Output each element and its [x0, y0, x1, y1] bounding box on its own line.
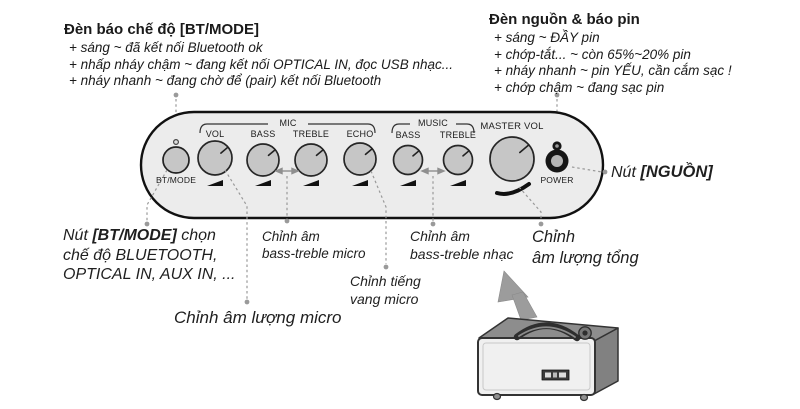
crescendo-icon — [495, 182, 531, 196]
callout-line: vang micro — [350, 291, 419, 307]
callout-line: + sáng ~ ĐẦY pin — [494, 30, 600, 45]
knob-label-mic-echo: ECHO — [346, 129, 374, 139]
bt-mode-button — [162, 146, 190, 174]
connector-master-vol — [518, 186, 542, 221]
knob-music-treble — [442, 144, 474, 176]
knob-pointer-ticks — [220, 144, 530, 157]
callout-line: Chỉnh tiếng — [350, 273, 421, 289]
speaker-foot — [579, 393, 589, 402]
callout-mic-volume: Chỉnh âm lượng micro — [174, 308, 342, 327]
callout-line: Nút [BT/MODE] chọn — [63, 227, 216, 244]
callout-power-led: Đèn nguồn & báo pin + sáng ~ ĐẦY pin + c… — [489, 11, 732, 96]
connector-dot — [173, 92, 179, 98]
callout-line: + nháy nhanh ~ đang chờ để (pair) kết nố… — [69, 73, 382, 88]
mic-group-label: MIC — [268, 118, 308, 128]
power-button-label: POWER — [540, 175, 574, 185]
knob-master-vol — [489, 136, 535, 182]
bt-mode-button-label: BT/MODE — [155, 175, 197, 185]
callout-line: + nhấp nháy chậm ~ đang kết nối OPTICAL … — [69, 56, 453, 72]
callout-bt-mode-button: Nút [BT/MODE] chọn chế độ BLUETOOTH, OPT… — [63, 226, 235, 285]
callout-echo: Chỉnh tiếng vang micro — [350, 272, 421, 308]
callout-line: bass-treble nhạc — [410, 245, 514, 262]
master-vol-label: MASTER VOL — [480, 121, 544, 132]
callout-line: + sáng ~ đã kết nối Bluetooth ok — [69, 40, 263, 55]
knob-music-bass — [392, 144, 424, 176]
knob-label-mic-vol: VOL — [205, 129, 225, 139]
callout-line: Chỉnh âm — [410, 228, 470, 244]
callout-line: Chỉnh — [532, 228, 576, 246]
knob-mic-echo — [343, 142, 377, 176]
speaker-logo-badge — [541, 369, 570, 381]
up-arrow — [497, 270, 538, 321]
connector-dots — [144, 169, 608, 305]
callout-line: + nháy nhanh ~ pin YẾU, cần cắm sạc ! — [494, 63, 732, 78]
callout-bt-mode-led: Đèn báo chế độ [BT/MODE] + sáng ~ đã kết… — [64, 21, 453, 90]
callout-power-led-title: Đèn nguồn & báo pin — [489, 11, 640, 28]
callout-power-button: Nút [NGUỒN] — [611, 163, 713, 181]
callout-mic-tone: Chỉnh âm bass-treble micro — [262, 228, 366, 262]
callout-line: chế độ BLUETOOTH, — [63, 246, 218, 264]
double-arrow-mic-icon — [274, 167, 300, 175]
bt-mode-led — [173, 139, 180, 146]
power-button — [545, 141, 569, 173]
volume-ramp-icons — [207, 180, 466, 186]
knob-mic-vol — [197, 140, 233, 176]
callout-line: + chớp-tắt... ~ còn 65%~20% pin — [494, 46, 691, 62]
knob-label-music-bass: BASS — [395, 130, 421, 140]
speaker-illustration — [477, 317, 619, 402]
double-arrow-music-icon — [420, 167, 446, 175]
callout-line: OPTICAL IN, AUX IN, ... — [63, 266, 236, 283]
speaker-foot — [492, 392, 502, 401]
music-group-label: MUSIC — [410, 118, 456, 128]
callout-music-tone: Chỉnh âm bass-treble nhạc — [410, 228, 514, 263]
connector-dot — [554, 92, 560, 98]
callout-bt-mode-led-title: Đèn báo chế độ [BT/MODE] — [64, 21, 259, 38]
knob-mic-treble — [294, 143, 328, 177]
callout-line: bass-treble micro — [262, 246, 366, 261]
knob-label-music-treble: TREBLE — [439, 130, 477, 140]
connector-echo — [370, 170, 387, 264]
callout-line: + chớp chậm ~ đang sạc pin — [494, 79, 665, 95]
knob-label-mic-treble: TREBLE — [292, 129, 330, 139]
knob-mic-bass — [246, 143, 280, 177]
callout-line: Chỉnh âm — [262, 229, 320, 244]
callout-master-volume: Chỉnh âm lượng tổng — [532, 227, 639, 269]
callout-line: âm lượng tổng — [532, 249, 639, 267]
knob-label-mic-bass: BASS — [250, 129, 276, 139]
